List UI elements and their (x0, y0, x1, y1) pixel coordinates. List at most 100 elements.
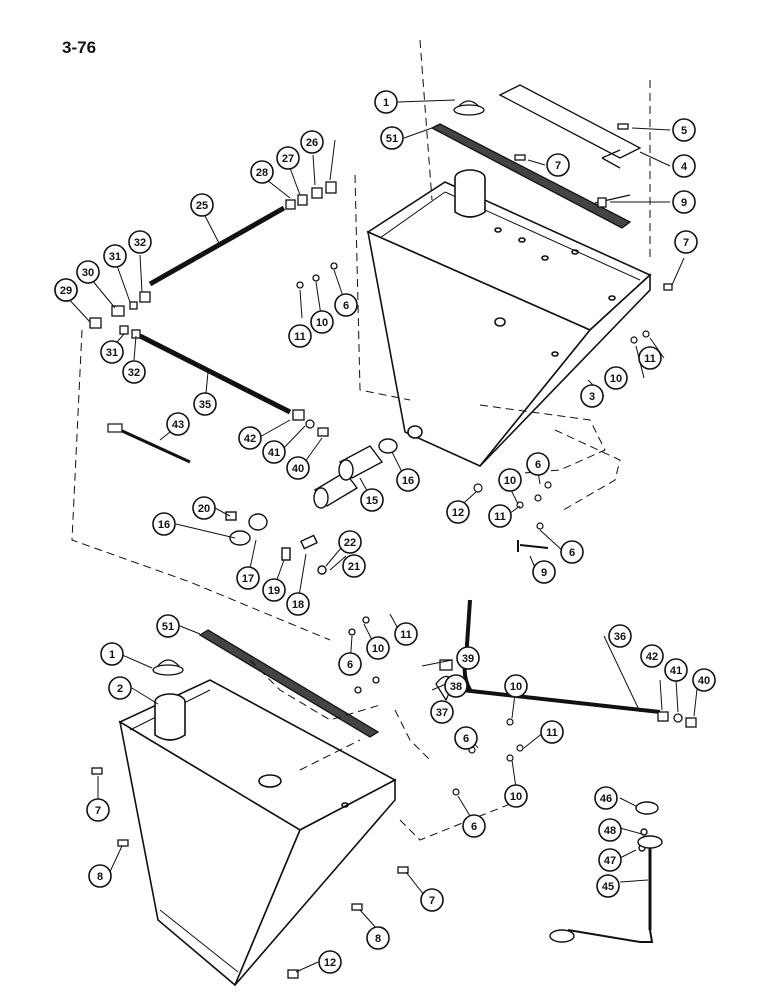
callout-circle (444, 674, 468, 698)
lower-tank-hardware (91, 616, 409, 979)
callout-label: 29 (60, 285, 72, 297)
callout-label: 43 (172, 419, 184, 431)
callout-circle (342, 554, 366, 578)
callout-circle (504, 784, 528, 808)
callout-circle (286, 456, 310, 480)
callout-circle (238, 426, 262, 450)
callout-circle (608, 624, 632, 648)
callout-29: 29 (54, 278, 78, 302)
page-number: 3-76 (62, 38, 97, 57)
callout-32: 32 (128, 230, 152, 254)
callout-label: 11 (644, 353, 656, 365)
callout-label: 32 (134, 237, 146, 249)
callout-label: 8 (375, 933, 381, 945)
callout-20: 20 (192, 496, 216, 520)
callout-26: 26 (300, 130, 324, 154)
callout-label: 10 (316, 317, 328, 329)
callout-41: 41 (664, 658, 688, 682)
callout-label: 10 (510, 681, 522, 693)
callout-circle (396, 468, 420, 492)
callout-circle (638, 346, 662, 370)
callout-12: 12 (446, 500, 470, 524)
callout-label: 12 (324, 957, 336, 969)
callout-46: 46 (594, 786, 618, 810)
callout-circle (504, 674, 528, 698)
callout-circle (540, 720, 564, 744)
callout-11: 11 (394, 622, 418, 646)
callout-circle (86, 798, 110, 822)
callout-bubbles: 1515479292627282573231302931326101111103… (54, 90, 716, 974)
callout-label: 41 (670, 665, 682, 677)
callout-label: 7 (683, 237, 689, 249)
callout-label: 27 (282, 153, 294, 165)
callout-circle (456, 646, 480, 670)
callout-label: 5 (681, 125, 687, 137)
callout-circle (394, 622, 418, 646)
callout-circle (54, 278, 78, 302)
callout-43: 43 (166, 412, 190, 436)
callout-31: 31 (103, 244, 127, 268)
callout-label: 20 (198, 503, 210, 515)
callout-circle (604, 366, 628, 390)
callout-label: 15 (366, 495, 378, 507)
callout-label: 51 (386, 133, 398, 145)
callout-circle (122, 360, 146, 384)
callout-7: 7 (546, 153, 570, 177)
callout-label: 18 (292, 599, 304, 611)
callout-11: 11 (488, 504, 512, 528)
callout-12: 12 (318, 950, 342, 974)
callout-6: 6 (338, 652, 362, 676)
callout-label: 11 (546, 727, 558, 739)
callout-circle (88, 864, 112, 888)
callout-circle (596, 874, 620, 898)
callout-11: 11 (540, 720, 564, 744)
lower-fuel-tank (118, 679, 397, 987)
callout-16: 16 (396, 468, 420, 492)
callout-38: 38 (444, 674, 468, 698)
callout-circle (103, 244, 127, 268)
callout-label: 41 (268, 447, 280, 459)
callout-6: 6 (334, 293, 358, 317)
callout-11: 11 (638, 346, 662, 370)
callout-label: 1 (109, 649, 115, 661)
fuel-sender-unit (549, 801, 663, 943)
callout-circle (190, 193, 214, 217)
callout-circle (318, 950, 342, 974)
callout-10: 10 (310, 310, 334, 334)
callout-37: 37 (430, 700, 454, 724)
callout-7: 7 (674, 230, 698, 254)
routing-dashes (71, 39, 651, 841)
callout-label: 47 (604, 855, 616, 867)
callout-7: 7 (86, 798, 110, 822)
callout-6: 6 (526, 452, 550, 476)
callout-label: 10 (510, 791, 522, 803)
callout-label: 26 (306, 137, 318, 149)
callout-circle (156, 614, 180, 638)
callout-39: 39 (456, 646, 480, 670)
callout-7: 7 (420, 888, 444, 912)
callout-51: 51 (380, 126, 404, 150)
callout-circle (672, 154, 696, 178)
callout-1: 1 (100, 642, 124, 666)
callout-label: 16 (402, 475, 414, 487)
callout-circle (100, 642, 124, 666)
callout-label: 6 (343, 300, 349, 312)
callout-label: 39 (462, 653, 474, 665)
callout-label: 32 (128, 367, 140, 379)
callout-35: 35 (193, 392, 217, 416)
callout-circle (334, 293, 358, 317)
callout-28: 28 (250, 160, 274, 184)
callout-label: 6 (463, 733, 469, 745)
callout-label: 22 (344, 537, 356, 549)
callout-circle (640, 644, 664, 668)
callout-10: 10 (504, 674, 528, 698)
callout-32: 32 (122, 360, 146, 384)
callout-label: 40 (292, 463, 304, 475)
callout-circle (672, 118, 696, 142)
callout-17: 17 (236, 566, 260, 590)
callout-circle (250, 160, 274, 184)
callout-36: 36 (608, 624, 632, 648)
callout-circle (128, 230, 152, 254)
callout-label: 7 (429, 895, 435, 907)
